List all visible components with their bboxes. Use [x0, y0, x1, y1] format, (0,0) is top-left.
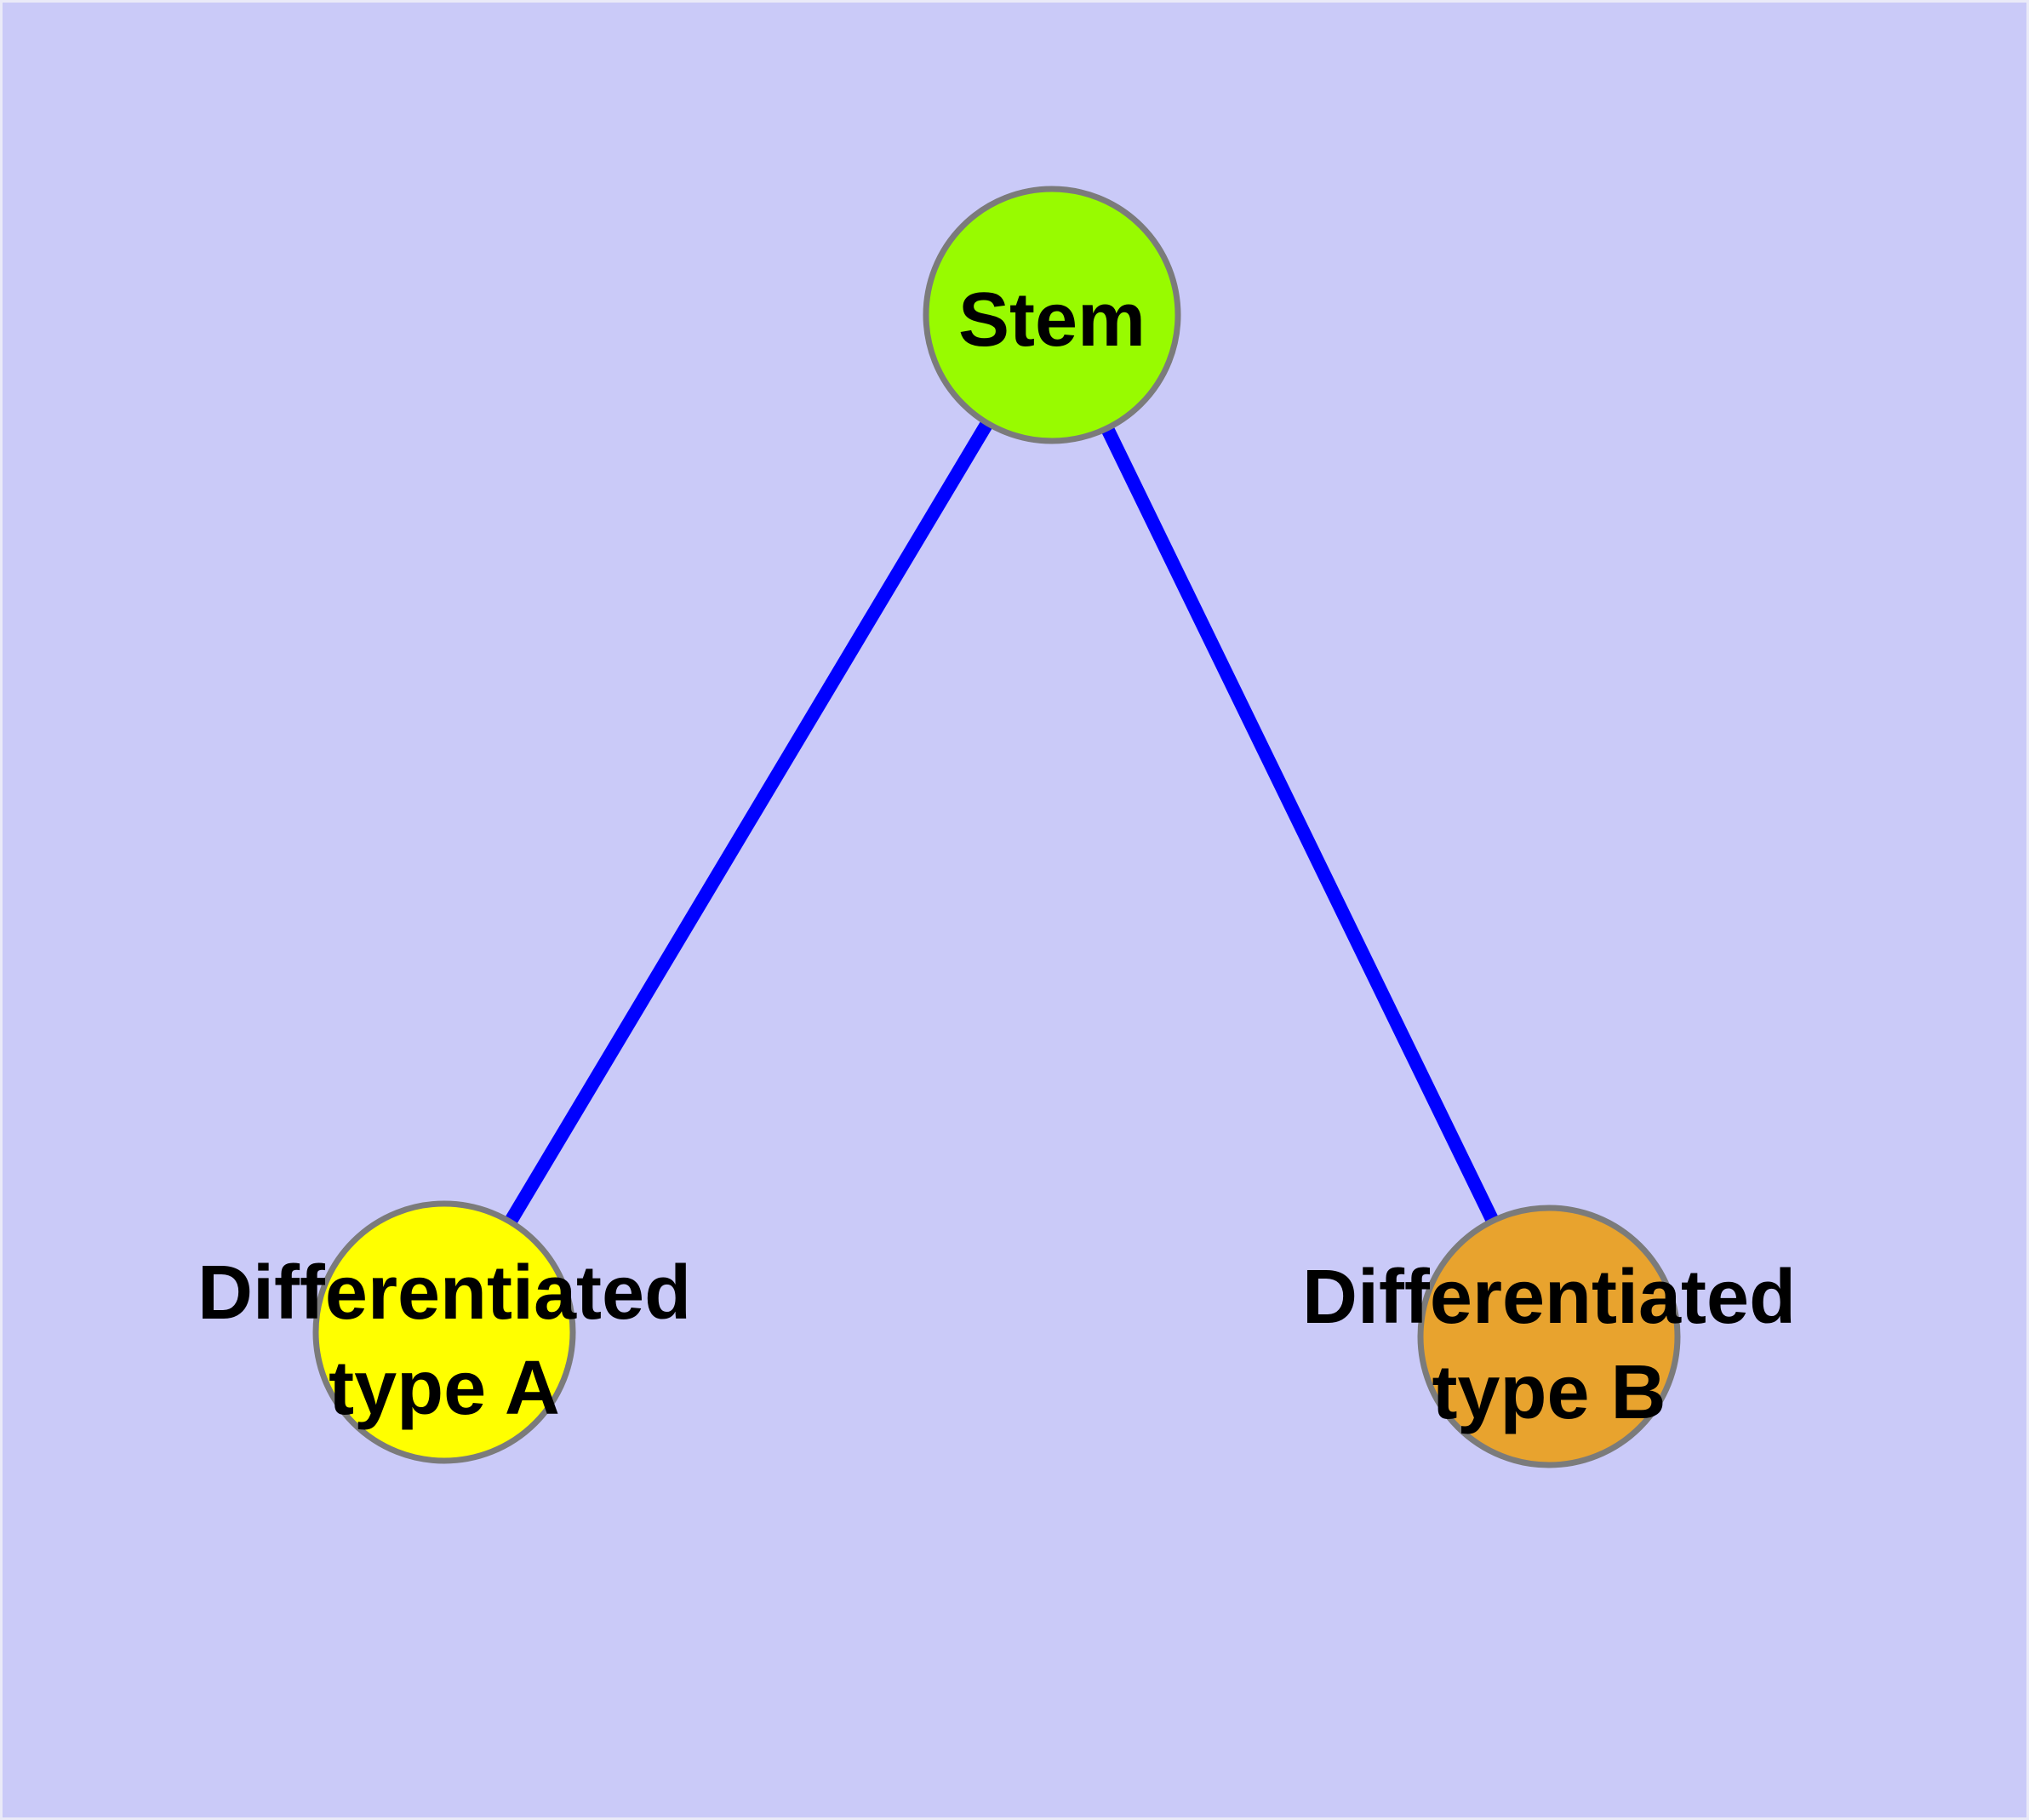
edge-stem-to-type-a [438, 311, 1058, 1336]
node-type-a-circle [312, 1200, 576, 1464]
node-type-b-circle [1417, 1205, 1681, 1468]
node-stem-circle [923, 186, 1181, 444]
graph-svg [312, 186, 1681, 1468]
edge-stem-to-type-b [1045, 312, 1556, 1340]
